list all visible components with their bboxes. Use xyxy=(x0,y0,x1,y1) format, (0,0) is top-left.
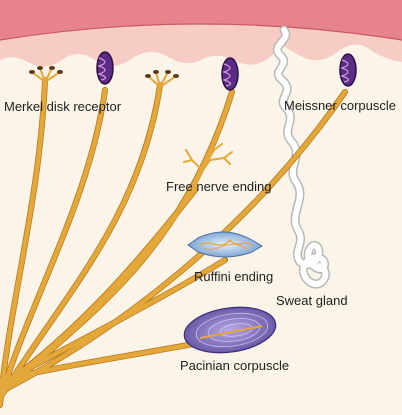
meissner-corpuscle-2 xyxy=(221,57,239,91)
label-ruffini-ending: Ruffini ending xyxy=(194,269,273,284)
pacinian-corpuscle xyxy=(183,306,277,354)
meissner-fiber-1 xyxy=(0,87,108,403)
free-nerve-fiber xyxy=(0,187,198,391)
free-nerve-ending xyxy=(183,139,233,191)
meissner-corpuscles xyxy=(96,51,357,91)
nerve-fibers xyxy=(0,77,348,408)
label-merkel-disk-receptor: Merkel disk receptor xyxy=(4,99,122,114)
merkel-disk-receptor xyxy=(29,66,179,88)
merkel-fiber-2 xyxy=(0,82,163,401)
meissner-corpuscle-3 xyxy=(339,53,357,87)
ruffini-ending xyxy=(187,231,263,258)
label-meissner-corpuscle: Meissner corpuscle xyxy=(284,98,396,113)
ruffini-fiber xyxy=(0,257,228,387)
merkel-fiber xyxy=(0,77,48,408)
epidermis-surface xyxy=(0,0,402,40)
label-free-nerve-ending: Free nerve ending xyxy=(166,179,272,194)
label-pacinian-corpuscle: Pacinian corpuscle xyxy=(180,358,289,373)
sweat-gland xyxy=(273,25,330,289)
label-sweat-gland: Sweat gland xyxy=(276,293,348,308)
meissner-corpuscle-1 xyxy=(96,51,114,85)
meissner-fiber-3 xyxy=(0,89,348,395)
